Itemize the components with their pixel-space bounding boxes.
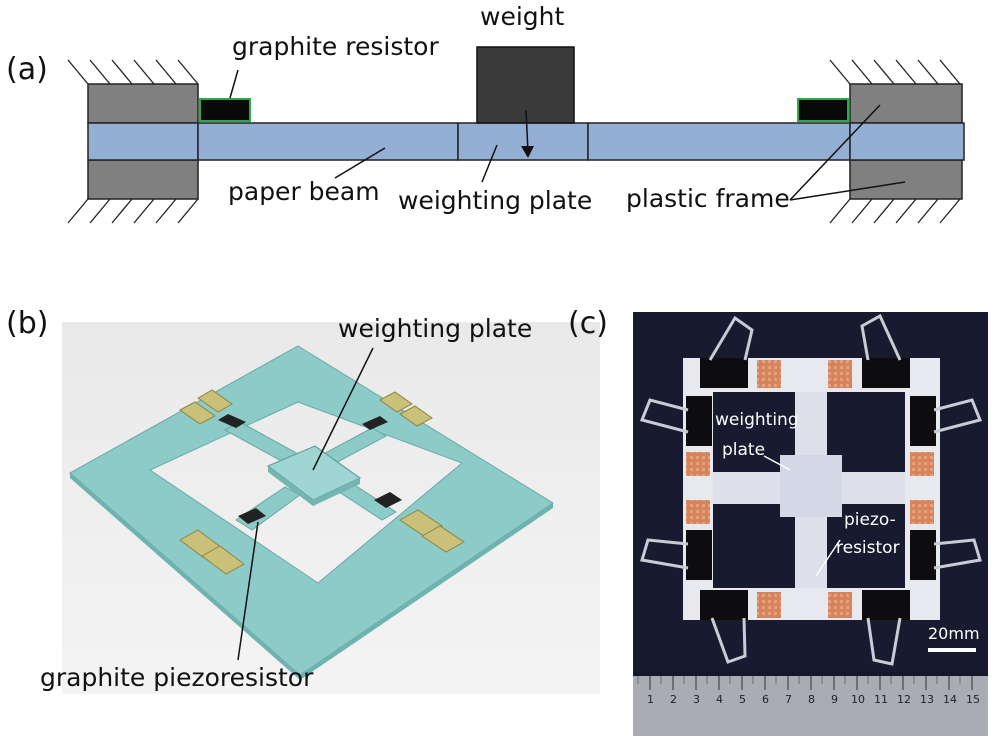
photo-weighting-plate: [780, 455, 842, 517]
label-c-plate: plate: [722, 440, 766, 460]
clamp-bottom-right: [849, 159, 963, 200]
label-graphite-piezoresistor: graphite piezoresistor: [40, 663, 314, 692]
label-c-weighting: weighting: [715, 410, 799, 430]
clamp-top-left: [87, 83, 199, 124]
panel-c: 1 2 3 4 5 6 7 8 9 10 11 12 13 14 15: [633, 312, 988, 736]
binder-clip-handles: [639, 313, 983, 666]
frame-segment-left: [87, 122, 199, 161]
scale-bar: [928, 648, 976, 652]
ruler-number: 4: [716, 693, 723, 706]
label-c-resistor: resistor: [836, 538, 900, 558]
leader-graphite-resistor: [229, 69, 239, 99]
sensor-pads-upper-right: [362, 391, 433, 430]
ruler-number: 7: [785, 693, 792, 706]
sensor-pads-lower-right: [374, 492, 465, 553]
sensor-pads-lower-left: [179, 508, 266, 575]
panel-b-tag: (b): [6, 306, 49, 341]
panel-c-tag: (c): [568, 306, 608, 341]
ground-hatch-bottom-left: [67, 198, 199, 224]
ruler-number: 15: [966, 693, 980, 706]
ruler-number: 2: [670, 693, 677, 706]
label-graphite-resistor: graphite resistor: [232, 32, 439, 61]
ruler-ticks: [649, 676, 973, 690]
sensor-pads-upper-left: [179, 389, 246, 428]
label-c-piezo: piezo-: [844, 510, 896, 530]
label-weight: weight: [480, 2, 565, 31]
clamp-bottom-left: [87, 159, 199, 200]
frame-segment-right: [849, 122, 965, 161]
label-weighting-plate-a: weighting plate: [398, 186, 593, 215]
label-plastic-frame: plastic frame: [626, 184, 790, 213]
binder-clips: [686, 358, 936, 620]
leader-b-graphite-piezoresistor: [237, 521, 259, 661]
photo-copper-pads: [686, 360, 934, 618]
leader-plastic-frame-upper: [789, 104, 881, 201]
ruler-number: 5: [739, 693, 746, 706]
panel-a-tag: (a): [6, 52, 48, 87]
graphite-resistor-right: [797, 98, 849, 122]
leader-c-piezoresistor: [815, 539, 841, 577]
force-arrow-shaft: [525, 109, 529, 153]
ruler-number: 14: [943, 693, 957, 706]
ruler-number: 3: [693, 693, 700, 706]
panel-b: [62, 322, 600, 694]
paper-beam-left: [197, 122, 459, 161]
ground-hatch-top-right: [829, 59, 961, 85]
ruler-number: 10: [851, 693, 865, 706]
ruler-number: 9: [831, 693, 838, 706]
label-weighting-plate-b: weighting plate: [338, 314, 533, 343]
ruler-minor-ticks: [637, 676, 961, 684]
leader-paper-beam: [334, 147, 386, 179]
label-paper-beam: paper beam: [228, 177, 380, 206]
panel-a: [67, 46, 965, 224]
clamp-top-right: [849, 83, 963, 124]
leader-b-weighting-plate: [312, 347, 374, 471]
leader-c-weighting-plate: [763, 455, 791, 471]
ruler-numbers: 1 2 3 4 5 6 7 8 9 10 11 12 13 14 15: [647, 693, 980, 706]
force-arrow-head: [521, 146, 534, 158]
weighting-plate-section: [457, 122, 589, 161]
paper-beam-right: [587, 122, 851, 161]
ruler-number: 1: [647, 693, 654, 706]
leader-plastic-frame-lower: [789, 181, 906, 201]
label-scale-bar: 20mm: [928, 624, 980, 643]
ruler-number: 11: [874, 693, 888, 706]
ground-hatch-top-left: [67, 59, 199, 85]
graphite-resistor-left: [199, 98, 251, 122]
ruler-number: 8: [808, 693, 815, 706]
ground-hatch-bottom-right: [829, 198, 961, 224]
ruler-number: 12: [897, 693, 911, 706]
leader-weighting-plate: [481, 144, 498, 183]
ruler-number: 6: [762, 693, 769, 706]
ruler-number: 13: [920, 693, 934, 706]
